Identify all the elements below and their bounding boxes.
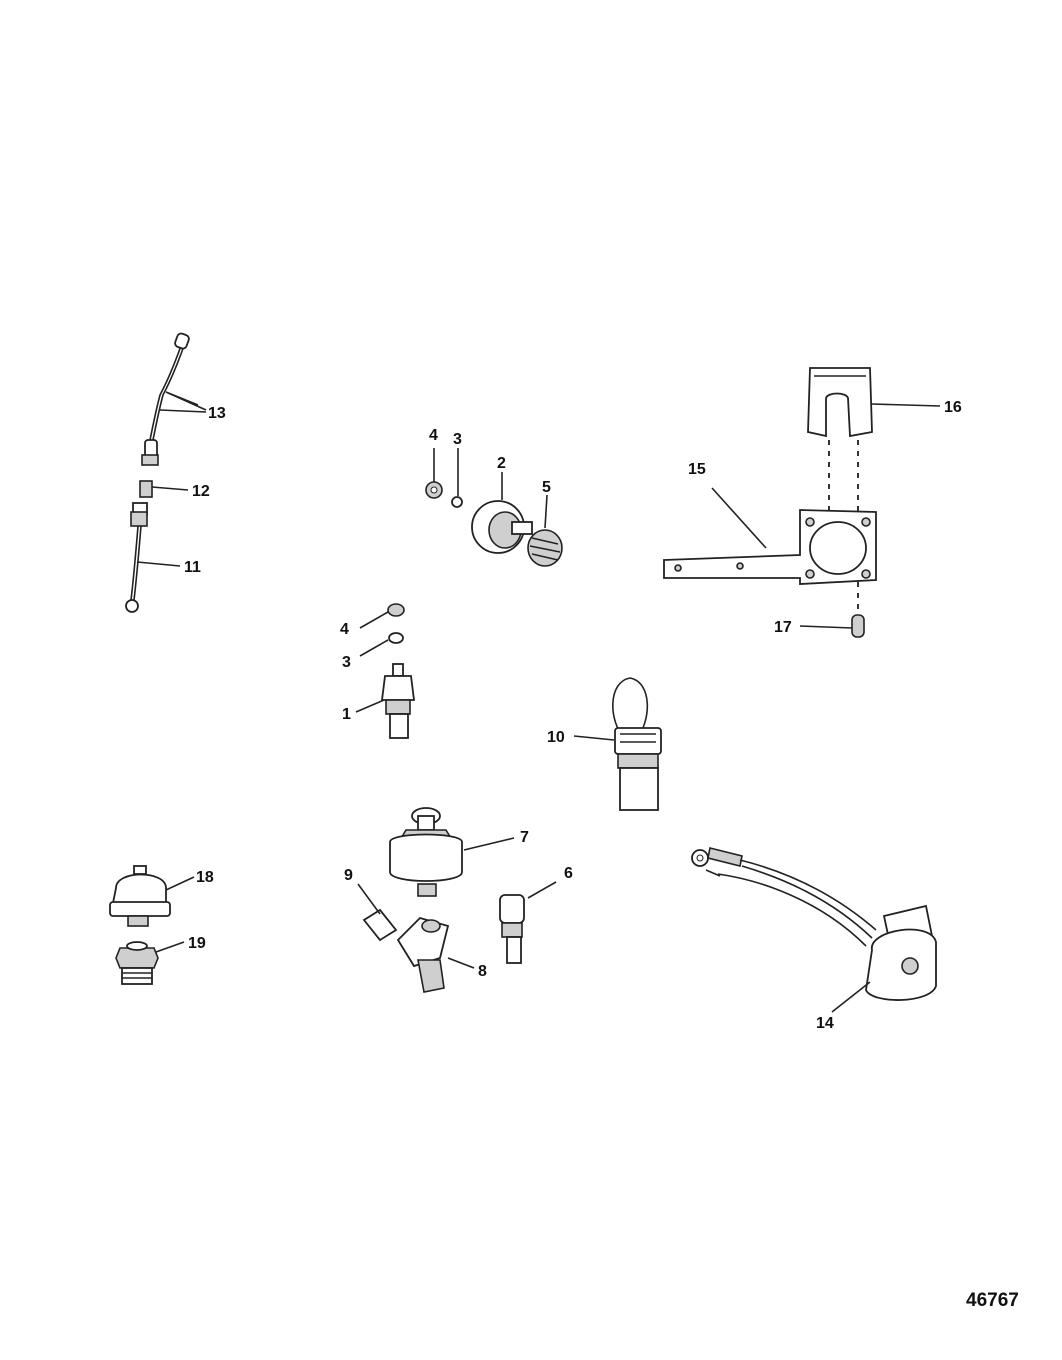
- fitting-8-9: [362, 908, 450, 993]
- buzzer-body: [865, 928, 937, 1001]
- connector-13: [141, 454, 159, 466]
- callout-14: 14: [816, 1015, 834, 1032]
- sender-1: [380, 675, 416, 701]
- plug-9: [362, 908, 398, 942]
- callout-19: 19: [188, 935, 206, 952]
- switch-7: [389, 807, 463, 897]
- sender-2-group: [425, 481, 563, 567]
- callout-13: 13: [208, 405, 226, 422]
- buzzer-14: [691, 847, 937, 1001]
- callout-16: 16: [944, 399, 962, 416]
- callout-12: 12: [192, 483, 210, 500]
- bracket-group: [663, 367, 877, 638]
- sender-18: [110, 873, 167, 909]
- lead-wire-13: [149, 342, 183, 441]
- callout-3-mid: 3: [342, 654, 351, 671]
- ring-terminal-11: [125, 599, 139, 613]
- callout-3-top: 3: [453, 431, 462, 448]
- nut-4-mid: [387, 603, 405, 617]
- callout-18: 18: [196, 869, 214, 886]
- adapter-5: [527, 529, 563, 567]
- sender-lead-assembly: [125, 332, 190, 613]
- callout-6: 6: [564, 865, 573, 882]
- callout-15: 15: [688, 461, 706, 478]
- washer-3-top: [451, 496, 463, 508]
- connector-loop: [612, 677, 649, 741]
- figure-number: 46767: [966, 1290, 1019, 1311]
- fitting-6: [499, 894, 525, 964]
- callout-4-mid: 4: [340, 621, 349, 638]
- sender-1-group: [380, 603, 416, 739]
- leader-lines: [136, 391, 941, 1013]
- connector-12: [139, 480, 153, 498]
- sender-18-19: [109, 865, 171, 985]
- ring-terminal: [174, 332, 190, 350]
- washer-3-mid: [388, 632, 404, 644]
- callout-2: 2: [497, 455, 506, 472]
- callout-5: 5: [542, 479, 551, 496]
- screw-17: [851, 614, 865, 638]
- callout-10: 10: [547, 729, 565, 746]
- callout-7: 7: [520, 829, 529, 846]
- callout-4-top: 4: [429, 427, 438, 444]
- lead-wire-11: [130, 525, 139, 601]
- callout-1: 1: [342, 706, 351, 723]
- callout-8: 8: [478, 963, 487, 980]
- adapter-19: [115, 947, 159, 969]
- callout-labels: 13 12 11 4 3 2 5 4 3 1 10 15 16 17 7 9 6…: [184, 399, 962, 1032]
- retainer-16: [807, 367, 873, 438]
- callout-17: 17: [774, 619, 792, 636]
- callout-9: 9: [344, 867, 353, 884]
- connector-10: [612, 677, 662, 811]
- callout-11: 11: [184, 559, 201, 576]
